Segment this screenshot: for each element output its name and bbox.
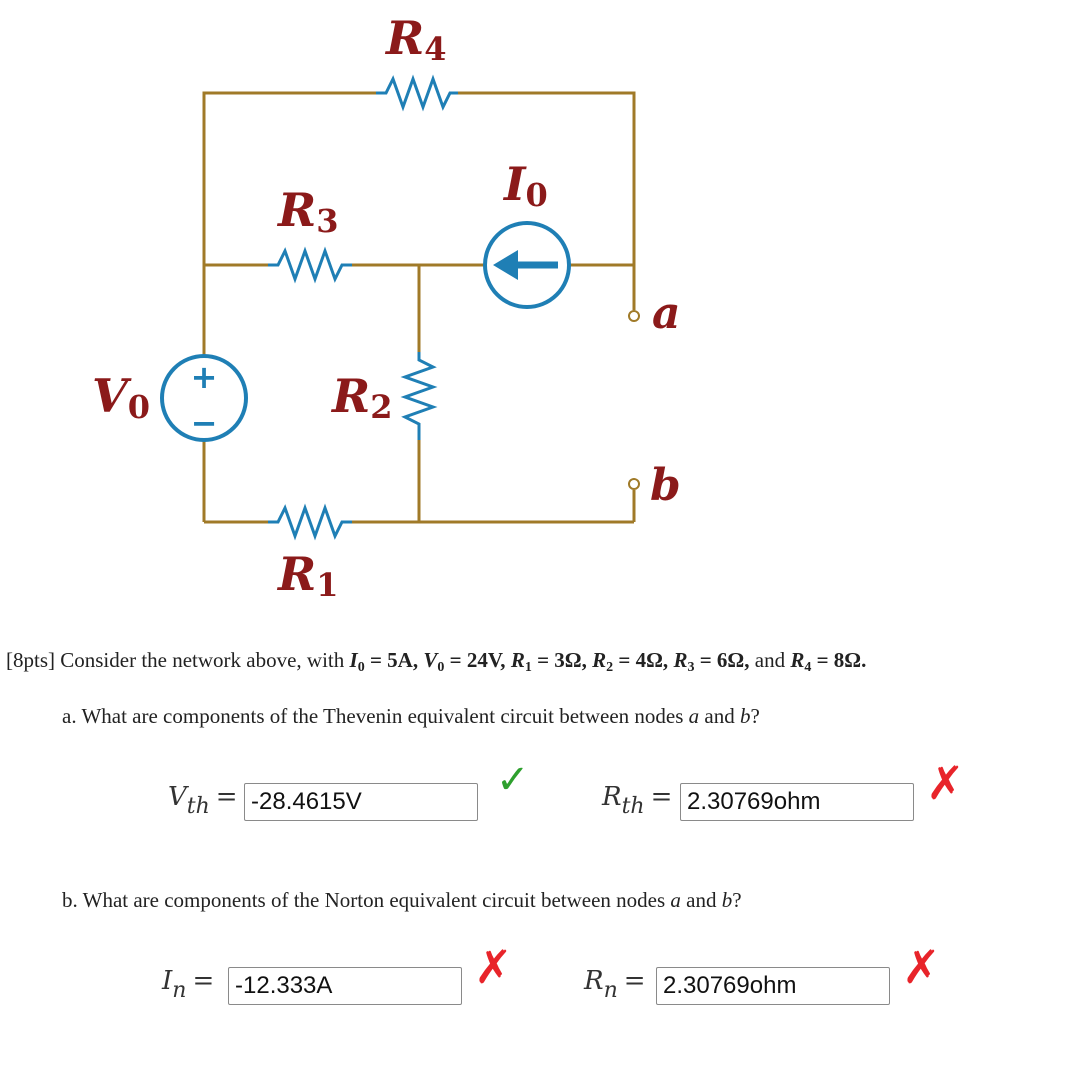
vth-equals: = bbox=[215, 782, 238, 812]
resistor-r3 bbox=[268, 246, 352, 284]
label-rth: Rth= bbox=[602, 782, 673, 819]
label-r2: R2 bbox=[330, 369, 393, 426]
rth-input[interactable] bbox=[680, 783, 914, 821]
in-equals: = bbox=[192, 966, 215, 996]
var-io-sub: 0 bbox=[357, 660, 365, 675]
correct-check-icon: ✓ bbox=[496, 757, 530, 803]
rth-sub: th bbox=[621, 794, 645, 819]
rn-var: R bbox=[584, 966, 604, 996]
circuit-wires bbox=[202, 91, 636, 524]
incorrect-x-icon: ✗ bbox=[926, 756, 965, 810]
current-source-io bbox=[483, 221, 571, 309]
var-io: I bbox=[349, 648, 358, 672]
vth-input[interactable] bbox=[244, 783, 478, 821]
question-a-node-b: b bbox=[740, 704, 751, 728]
terminal-a bbox=[628, 310, 640, 322]
var-r3-sub: 3 bbox=[687, 660, 695, 675]
label-r4: R4 bbox=[384, 11, 447, 68]
circuit-diagram: + − R4 R3 R2 R1 I0 V0 a b bbox=[92, 11, 681, 604]
in-input[interactable] bbox=[228, 967, 462, 1005]
terminal-b bbox=[628, 478, 640, 490]
rth-var: R bbox=[602, 782, 622, 812]
question-a-node-a: a bbox=[688, 704, 700, 728]
incorrect-x-icon: ✗ bbox=[902, 940, 941, 994]
label-node-a: a bbox=[652, 288, 681, 339]
question-b: b. What are components of the Norton equ… bbox=[62, 888, 742, 913]
value-r2: = 4Ω, bbox=[613, 648, 674, 672]
label-r3: R3 bbox=[276, 183, 339, 240]
var-r2: R bbox=[592, 648, 607, 672]
value-vo: = 24V, bbox=[444, 648, 511, 672]
voltage-source-vo: + − bbox=[160, 354, 248, 442]
label-vo: V0 bbox=[92, 369, 150, 426]
question-b-and: and bbox=[680, 888, 722, 912]
var-r1: R bbox=[510, 648, 525, 672]
var-vo-sub: 0 bbox=[437, 660, 445, 675]
incorrect-x-icon: ✗ bbox=[474, 940, 513, 994]
vth-var: V bbox=[168, 782, 187, 812]
problem-prefix: [8pts] Consider the network above, with bbox=[6, 648, 350, 672]
question-a-and: and bbox=[699, 704, 740, 728]
var-r3: R bbox=[673, 648, 688, 672]
value-r1: = 3Ω, bbox=[531, 648, 593, 672]
problem-statement: [8pts] Consider the network above, with … bbox=[6, 648, 867, 675]
question-b-text: b. What are components of the Norton equ… bbox=[62, 888, 671, 912]
and-text: and bbox=[754, 648, 791, 672]
rn-input[interactable] bbox=[656, 967, 890, 1005]
value-r4: = 8Ω. bbox=[811, 648, 867, 672]
plus-sign: + bbox=[191, 358, 218, 396]
label-in: In= bbox=[162, 966, 215, 1003]
label-vth: Vth= bbox=[168, 782, 238, 819]
rth-equals: = bbox=[650, 782, 673, 812]
var-vo: V bbox=[423, 648, 438, 672]
label-io: I0 bbox=[502, 157, 548, 214]
question-a-text: a. What are components of the Thevenin e… bbox=[62, 704, 689, 728]
label-r1: R1 bbox=[276, 547, 339, 604]
in-var: I bbox=[162, 966, 173, 996]
var-r4-sub: 4 bbox=[804, 660, 812, 675]
value-io: = 5A, bbox=[364, 648, 424, 672]
var-r1-sub: 1 bbox=[524, 660, 532, 675]
label-rn: Rn= bbox=[584, 966, 646, 1003]
resistor-r2 bbox=[400, 352, 438, 440]
minus-sign: − bbox=[191, 404, 218, 442]
rn-sub: n bbox=[603, 978, 618, 1003]
var-r4: R bbox=[790, 648, 805, 672]
question-b-suffix: ? bbox=[732, 888, 742, 912]
var-r2-sub: 2 bbox=[606, 660, 614, 675]
rn-equals: = bbox=[623, 966, 646, 996]
resistor-r4 bbox=[376, 74, 458, 112]
vth-sub: th bbox=[186, 794, 210, 819]
question-a-suffix: ? bbox=[750, 704, 760, 728]
in-sub: n bbox=[172, 978, 187, 1003]
resistor-r1 bbox=[268, 503, 352, 541]
label-node-b: b bbox=[650, 460, 681, 511]
value-r3: = 6Ω, bbox=[694, 648, 755, 672]
question-b-node-a: a bbox=[670, 888, 681, 912]
question-b-node-b: b bbox=[721, 888, 733, 912]
question-a: a. What are components of the Thevenin e… bbox=[62, 704, 760, 729]
